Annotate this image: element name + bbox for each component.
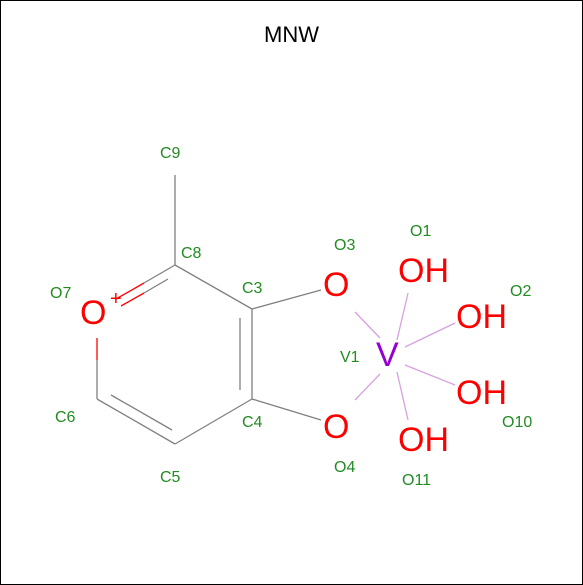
bond-v1-o2 [404,322,456,348]
o1-label: O1 [410,223,431,240]
o2-label: O2 [510,283,531,300]
v1-symbol: V [376,336,399,374]
o4-symbol: O [323,408,349,446]
o10-symbol: OH [456,374,507,412]
o7-symbol: O [80,294,106,332]
c6-label: C6 [55,409,76,426]
v1-label: V1 [340,349,360,366]
bond-v1-o11 [396,371,409,421]
o2-symbol: OH [456,298,507,336]
bond-c8-o7-inner-gray [143,278,169,294]
o10-label: O10 [502,414,532,431]
c4-label: C4 [242,414,263,431]
bond-c5-c6-inner [110,394,173,431]
bond-c8-o7-gray [143,264,176,284]
bond-c4-c5 [174,398,253,445]
bond-c8-o7-red [115,282,145,300]
o11-label: O11 [402,472,431,489]
element-symbols: O + O O V OH OH OH OH [80,252,507,459]
o7-label: O7 [50,285,71,302]
bond-v1-o1 [396,292,409,341]
bond-c8-o7-inner-red [120,292,145,307]
bond-o3-v1 [354,311,381,339]
bond-c3-o3 [251,289,322,310]
o4-label: O4 [334,459,355,476]
o3-symbol: O [323,266,349,304]
o3-label: O3 [334,237,355,254]
bond-c5-c6 [96,398,176,445]
metal-bonds [354,292,456,421]
diagram-title: MNW [264,22,319,47]
o1-symbol: OH [398,252,449,290]
bond-c8-c3 [174,264,253,310]
bond-c4-o4 [251,398,322,421]
c9-label: C9 [160,145,181,162]
atom-labels: C9 C8 C3 C4 C5 C6 O7 O3 O4 V1 O1 O2 O10 … [50,145,532,489]
bond-o4-v1 [354,373,381,401]
o7-charge: + [110,288,122,310]
oxonium-bonds [96,264,176,399]
o11-symbol: OH [398,421,449,459]
c8-label: C8 [181,245,202,262]
c5-label: C5 [160,469,181,486]
c3-label: C3 [242,280,263,297]
ring-bonds [96,175,322,445]
bond-v1-o10 [404,364,456,386]
